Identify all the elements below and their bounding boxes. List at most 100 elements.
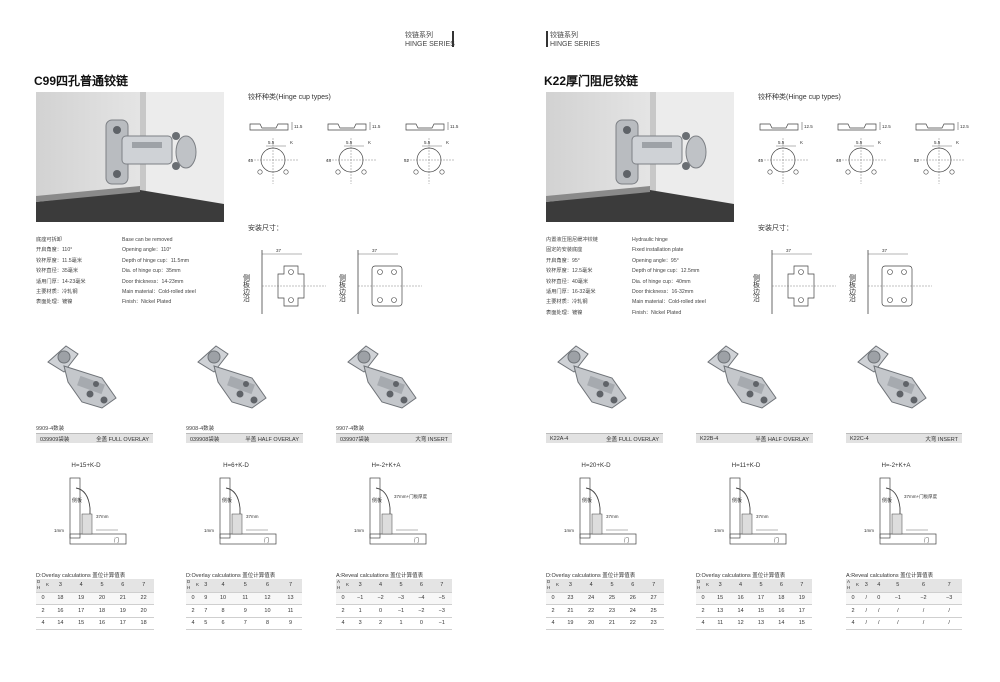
table-cell: 2 <box>696 604 710 618</box>
corner-bottom: H <box>187 585 191 590</box>
table-cell: 6 <box>211 617 235 630</box>
spec-cn-line: 开启角度：95° <box>546 257 580 264</box>
table-cell: 9 <box>278 617 302 630</box>
spec-en-line: Hydraulic hinge <box>632 237 668 243</box>
table-cell: / <box>872 604 885 618</box>
spec-cn-line: 适用门厚：16-32毫米 <box>546 289 596 296</box>
spec-en-line: Main material：Cold-rolled steel <box>122 289 196 296</box>
table-cell: 7 <box>200 604 212 618</box>
spec-cn-line: 底座可拆卸 <box>36 237 62 243</box>
table-cell: −1 <box>431 617 452 630</box>
table-cell: / <box>936 617 962 630</box>
table-cell: −3 <box>390 592 412 605</box>
hinge-product-image <box>702 336 786 414</box>
k-header-cell: 3 <box>200 579 212 593</box>
cup-depth-label: 12.5 <box>804 124 813 129</box>
spec-cn-line: 开启角度：110° <box>36 247 73 254</box>
k-header-cell: 6 <box>255 579 279 593</box>
install-dimensions-label: 安装尺寸： <box>248 225 283 232</box>
table-cell: 26 <box>622 592 644 605</box>
spec-en-line: Depth of hinge cup：12.5mm <box>632 268 700 275</box>
table-cell: 19 <box>70 592 92 605</box>
spec-en-line: Door thickness：16-32mm <box>632 289 694 296</box>
cup-height-label: 48 <box>326 158 332 163</box>
table-cell: 16 <box>91 617 113 630</box>
table-cell: 23 <box>643 617 664 630</box>
side-panel-label: 侧板 <box>582 497 592 504</box>
gap-dim-label: 1mm <box>864 528 874 533</box>
model-overlay-type: 半盖 HALF OVERLAY <box>245 436 299 443</box>
door-label: 门 <box>624 537 629 544</box>
side-panel-edge-label: 侧板边沿 <box>753 273 761 303</box>
table-cell: 0 <box>370 604 391 618</box>
gap-dim-label: 1mm <box>354 528 364 533</box>
k-header-cell: 6 <box>622 579 644 593</box>
table-cell: 15 <box>791 617 812 630</box>
calculation-table-title: D:Overlay calculations 盖位计算值表 <box>36 573 126 579</box>
table-cell: 21 <box>560 604 581 618</box>
cup-k-label: K <box>956 140 959 145</box>
k-header-cell: 5 <box>390 579 412 593</box>
k-header-cell: 4 <box>730 579 751 593</box>
table-cell: 16 <box>771 604 792 618</box>
corner-k: K <box>555 582 559 587</box>
model-label-bar: 039908袋装 半盖 HALF OVERLAY <box>186 433 303 443</box>
spec-cn-line: 内置液压阻尼缓冲铰链 <box>546 237 598 243</box>
insert-dim-label: 37mm+门板厚度 <box>904 493 938 500</box>
cup-offset-label: 5.5 <box>856 140 863 145</box>
k-header-cell: 3 <box>860 579 873 593</box>
door-label: 门 <box>264 537 269 544</box>
corner-top: A <box>337 579 341 584</box>
cup-offset-label: 5.5 <box>268 140 275 145</box>
gap-dim-label: 1mm <box>564 528 574 533</box>
table-cell: −1 <box>350 592 371 605</box>
cup-k-label: K <box>290 140 293 145</box>
height-formula: H=-2+K+A <box>881 462 911 469</box>
insert-dim-label: 37mm+门板厚度 <box>394 493 428 500</box>
k-header-cell: 7 <box>791 579 812 593</box>
cup-offset-label: 5.5 <box>346 140 353 145</box>
series-header-left: 铰链系列 HINGE SERIES <box>405 31 455 49</box>
cup-k-label: K <box>368 140 371 145</box>
spec-en-line: Main material：Cold-rolled steel <box>632 299 706 306</box>
plate-dim-label: 37mm <box>246 514 259 519</box>
table-cell: 19 <box>560 617 581 630</box>
series-cn: 铰链系列 <box>550 32 578 39</box>
spec-en-line: Opening angle：95° <box>632 257 679 264</box>
side-panel-label: 侧板 <box>882 497 892 504</box>
side-panel-edge-label: 侧板边沿 <box>849 273 857 303</box>
table-cell: 23 <box>601 604 623 618</box>
cup-depth-label: 11.5 <box>294 124 303 129</box>
table-cell: 3 <box>350 617 371 630</box>
cup-offset-label: 5.5 <box>424 140 431 145</box>
model-code: 039908袋装 <box>190 436 220 443</box>
table-cell: 12 <box>730 617 751 630</box>
table-cell: 19 <box>112 604 134 618</box>
corner-top: D <box>697 579 701 584</box>
k-header-cell: 3 <box>50 579 71 593</box>
table-cell: 17 <box>112 617 134 630</box>
hinge-photo <box>36 92 224 222</box>
table-row: 4///// <box>846 617 962 630</box>
corner-top: D <box>547 579 551 584</box>
